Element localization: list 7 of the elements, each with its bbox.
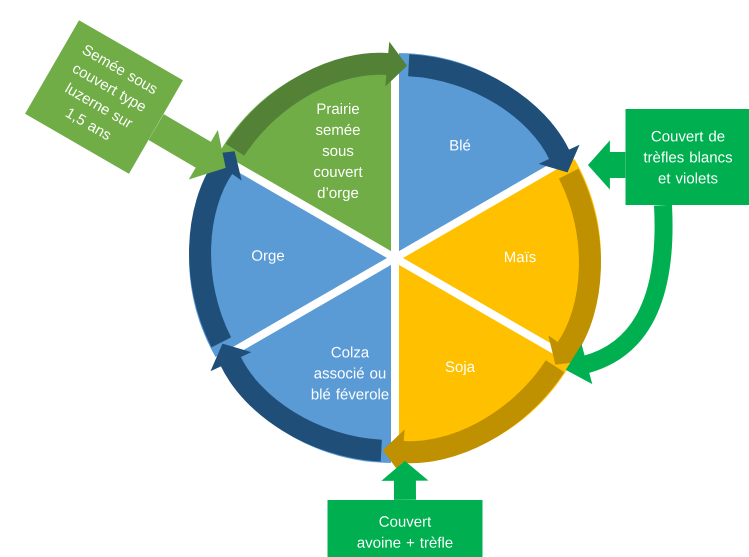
node-label: Maïs bbox=[504, 252, 536, 262]
callout-box: Couvert avoine + trèfle bbox=[328, 500, 482, 557]
pie-sector: Colza associé ou blé féverole bbox=[220, 264, 391, 463]
callout-box: Couvert de trèfles blancs et violets bbox=[626, 108, 749, 205]
node-label: Soja bbox=[446, 360, 476, 375]
node-label: Orge bbox=[252, 250, 284, 264]
pie-sector: Soja bbox=[399, 264, 570, 463]
